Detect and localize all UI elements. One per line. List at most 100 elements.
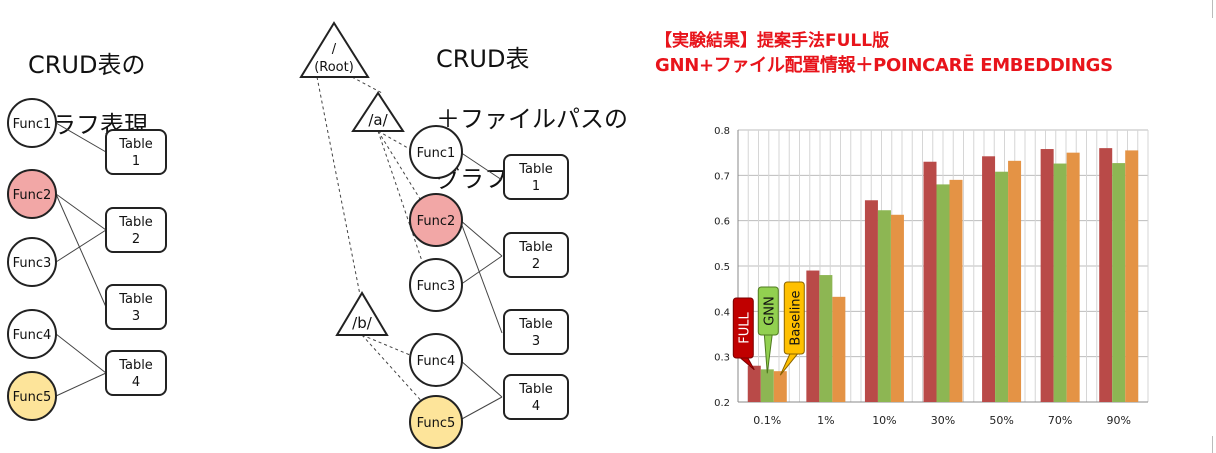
middle-title-line2: ＋ファイルパスの (436, 105, 628, 133)
table3-label-b: 3 (532, 334, 540, 349)
bar-baseline-6 (1125, 150, 1139, 402)
x-tick-label: 70% (1048, 414, 1072, 427)
func3-label: Func3 (13, 256, 52, 271)
func5-label: Func5 (417, 416, 456, 431)
table2-label-a: Table (518, 240, 553, 255)
legend-label-gnn: GNN (762, 296, 777, 326)
y-tick-label: 0.5 (714, 262, 730, 273)
func4-label: Func4 (13, 328, 52, 343)
func5-node (409, 395, 463, 449)
x-tick-label: 50% (989, 414, 1013, 427)
y-tick-label: 0.7 (714, 171, 730, 182)
y-tick-label: 0.4 (714, 307, 730, 318)
table2-label-b: 2 (532, 257, 540, 272)
dir-b-label: /b/ (352, 314, 373, 332)
legend-callout-gnn: GNN (757, 286, 779, 374)
table3-node (503, 309, 569, 355)
func5-label: Func5 (13, 390, 52, 405)
bar-baseline-2 (890, 214, 904, 402)
dir-a-label: /a/ (368, 111, 388, 129)
func3-node (7, 237, 57, 287)
bar-full-0 (747, 365, 761, 402)
table4-node (503, 374, 569, 420)
root-label-a: / (332, 42, 337, 57)
table4-label-b: 4 (132, 375, 140, 390)
table3-label-b: 3 (132, 309, 140, 324)
func1-label: Func1 (13, 117, 52, 132)
bar-baseline-4 (1008, 160, 1022, 402)
table3-node (105, 284, 167, 330)
bar-baseline-1 (832, 296, 846, 402)
left-func-nodes (7, 98, 57, 421)
table4-label-a: Table (518, 382, 553, 397)
x-tick-label: 30% (931, 414, 955, 427)
bar-baseline-3 (949, 179, 963, 402)
table2-node (503, 232, 569, 278)
result-bar-chart: 0.20.30.40.50.60.70.8 0.1%1%10%30%50%70%… (714, 126, 1149, 427)
bar-gnn-1 (819, 275, 833, 402)
legend-label-full: FULL (737, 312, 752, 344)
table4-node (105, 350, 167, 396)
edge-mark-bottom (1212, 436, 1213, 453)
func2-label: Func2 (13, 188, 52, 203)
result-title-line1: 【実験結果】提案手法FULL版 (655, 31, 890, 51)
bar-gnn-5 (1053, 163, 1067, 402)
table4-label-b: 4 (532, 399, 540, 414)
table2-node (105, 207, 167, 253)
middle-title-line1: CRUD表 (436, 45, 530, 73)
func3-node (409, 258, 463, 312)
table2-label-a: Table (118, 215, 153, 230)
bar-full-1 (806, 270, 820, 402)
table1-label-a: Table (518, 162, 553, 177)
bar-full-6 (1099, 148, 1113, 402)
root-label-b: (Root) (314, 60, 354, 75)
func4-node (7, 309, 57, 359)
func4-label: Func4 (417, 354, 456, 369)
func2-node (409, 193, 463, 247)
bar-gnn-4 (995, 171, 1009, 402)
y-tick-label: 0.8 (714, 126, 730, 137)
table1-label-a: Table (118, 137, 153, 152)
left-title-line1: CRUD表の (28, 51, 146, 79)
func1-label: Func1 (417, 146, 456, 161)
bar-gnn-6 (1112, 163, 1126, 402)
table4-label-a: Table (118, 358, 153, 373)
table2-label-b: 2 (132, 232, 140, 247)
middle-diagram-title: CRUD表 ＋ファイルパスの グラフ表現 (436, 14, 628, 224)
table3-label-a: Table (518, 317, 553, 332)
x-tick-label: 90% (1106, 414, 1130, 427)
bar-gnn-3 (936, 184, 950, 402)
bar-full-2 (864, 200, 878, 402)
bar-baseline-5 (1066, 152, 1080, 402)
func2-label: Func2 (417, 214, 456, 229)
dir-a-node (351, 91, 405, 132)
func5-node (7, 371, 57, 421)
middle-crud-path-graph: / (Root) /a/ /b/ Func1 Func2 Func3 Func4… (299, 21, 569, 449)
table3-label-a: Table (118, 292, 153, 307)
bar-full-3 (923, 161, 937, 402)
dir-b-node (335, 291, 389, 336)
func1-node (409, 125, 463, 179)
y-tick-label: 0.6 (714, 217, 730, 228)
table1-node (105, 129, 167, 175)
bar-full-4 (982, 156, 996, 402)
table1-node (503, 154, 569, 200)
legend-callout-baseline: Baseline (779, 281, 805, 376)
x-tick-label: 1% (817, 414, 834, 427)
table1-label-b: 1 (132, 154, 140, 169)
table1-label-b: 1 (532, 179, 540, 194)
left-crud-graph: Func1 Func2 Func3 Func4 Func5 Table 1 Ta… (7, 98, 167, 421)
result-title-line2: GNN+ファイル配置情報＋POINCARĒ EMBEDDINGS (655, 55, 1113, 76)
legend-label-baseline: Baseline (788, 290, 803, 345)
func1-node (7, 98, 57, 148)
x-tick-label: 10% (872, 414, 896, 427)
y-tick-label: 0.2 (714, 398, 730, 409)
root-dir-node (299, 21, 370, 78)
y-tick-label: 0.3 (714, 353, 730, 364)
func2-node (7, 169, 57, 219)
legend-callout-full: FULL (732, 297, 755, 371)
func4-node (409, 333, 463, 387)
bar-gnn-0 (760, 369, 774, 402)
edge-mark-top (1212, 0, 1213, 18)
bar-baseline-0 (773, 371, 787, 402)
